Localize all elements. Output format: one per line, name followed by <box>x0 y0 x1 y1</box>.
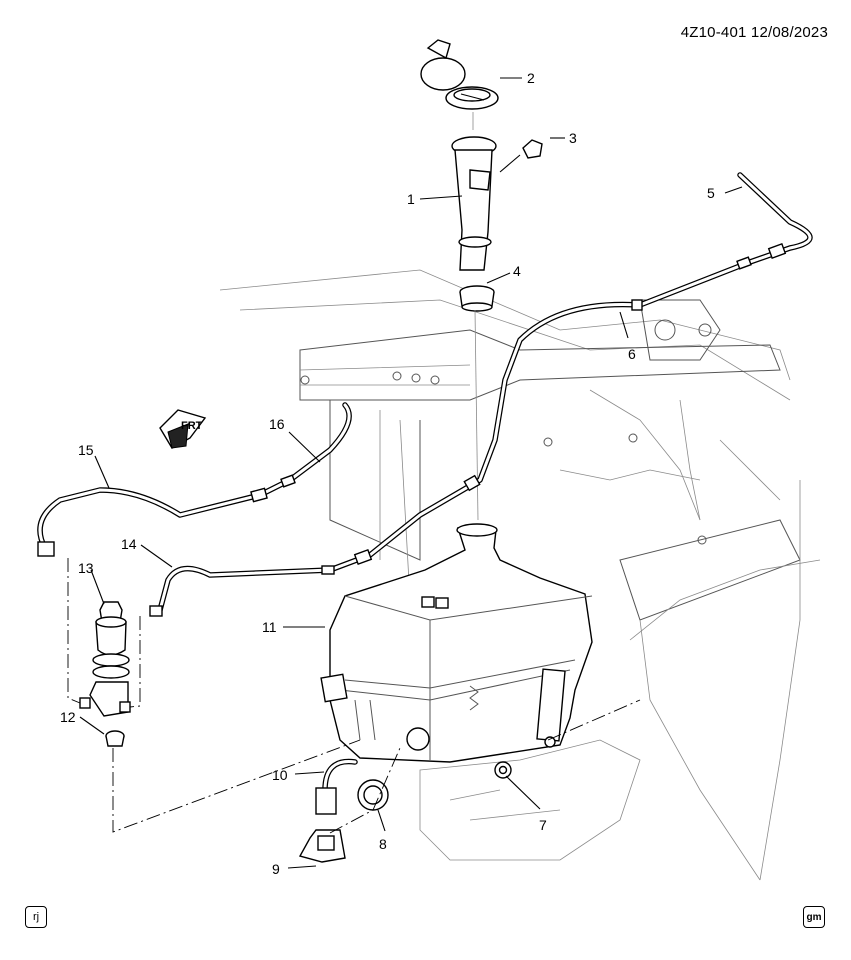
callout-4: 4 <box>513 263 521 279</box>
washer-reservoir <box>320 523 593 763</box>
callout-1: 1 <box>407 191 415 207</box>
vehicle-structure <box>219 269 821 881</box>
callout-6: 6 <box>628 346 636 362</box>
pump-grommet <box>105 730 125 747</box>
callout-15: 15 <box>78 442 94 458</box>
leader-lines <box>79 77 743 869</box>
filler-cap <box>420 39 499 110</box>
callout-2: 2 <box>527 70 535 86</box>
front-label: FRT <box>181 420 203 432</box>
callout-8: 8 <box>379 836 387 852</box>
callout-9: 9 <box>272 861 280 877</box>
rj-badge: rj <box>25 906 47 928</box>
callout-12: 12 <box>60 709 76 725</box>
callout-5: 5 <box>707 185 715 201</box>
gm-logo: gm <box>803 906 825 928</box>
neck-grommet <box>459 285 495 312</box>
callout-7: 7 <box>539 817 547 833</box>
callout-10: 10 <box>272 767 288 783</box>
washer-pump <box>79 601 131 717</box>
pump-seal <box>357 779 389 811</box>
callout-16: 16 <box>269 416 285 432</box>
callout-3: 3 <box>569 130 577 146</box>
washer-hoses <box>37 172 813 617</box>
filler-neck <box>451 136 497 271</box>
callout-13: 13 <box>78 560 94 576</box>
callout-11: 11 <box>262 619 277 635</box>
document-id: 4Z10-401 12/08/2023 <box>680 24 828 41</box>
neck-fastener <box>499 139 543 173</box>
wiring-harness <box>298 758 358 863</box>
callout-labels: 1 2 3 4 5 6 7 8 9 10 11 12 13 14 15 16 <box>60 70 715 877</box>
reservoir-nut <box>494 761 512 779</box>
callout-14: 14 <box>121 536 137 552</box>
front-direction-arrow: FRT <box>159 409 207 449</box>
assembly-lines <box>67 558 641 834</box>
